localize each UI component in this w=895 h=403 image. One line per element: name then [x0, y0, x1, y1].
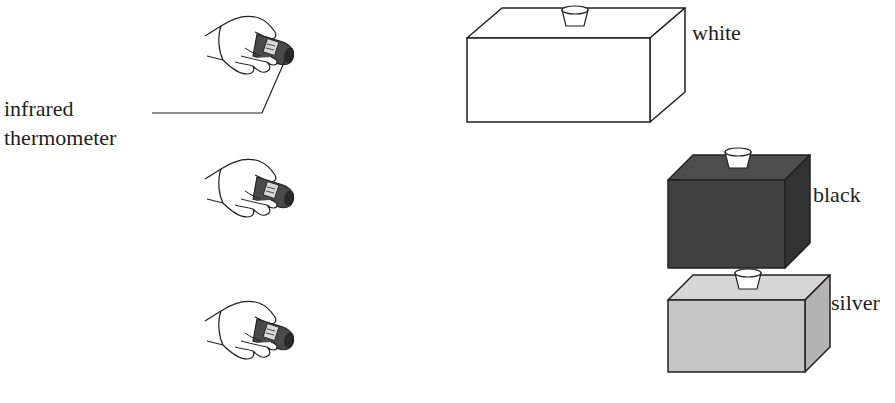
- colour-label: silver: [831, 288, 891, 317]
- colour-label: black: [813, 180, 891, 209]
- hand-thermometer: [205, 301, 295, 359]
- black-cube: [668, 155, 810, 268]
- stopper: [562, 6, 588, 26]
- stopper: [725, 148, 751, 168]
- hand-thermometer: [205, 16, 295, 74]
- colour-label: white: [692, 18, 812, 47]
- hand-thermometer: [205, 159, 295, 217]
- leader-line: [152, 58, 286, 113]
- part-label: infrared thermometer: [4, 94, 154, 152]
- stopper: [735, 269, 761, 289]
